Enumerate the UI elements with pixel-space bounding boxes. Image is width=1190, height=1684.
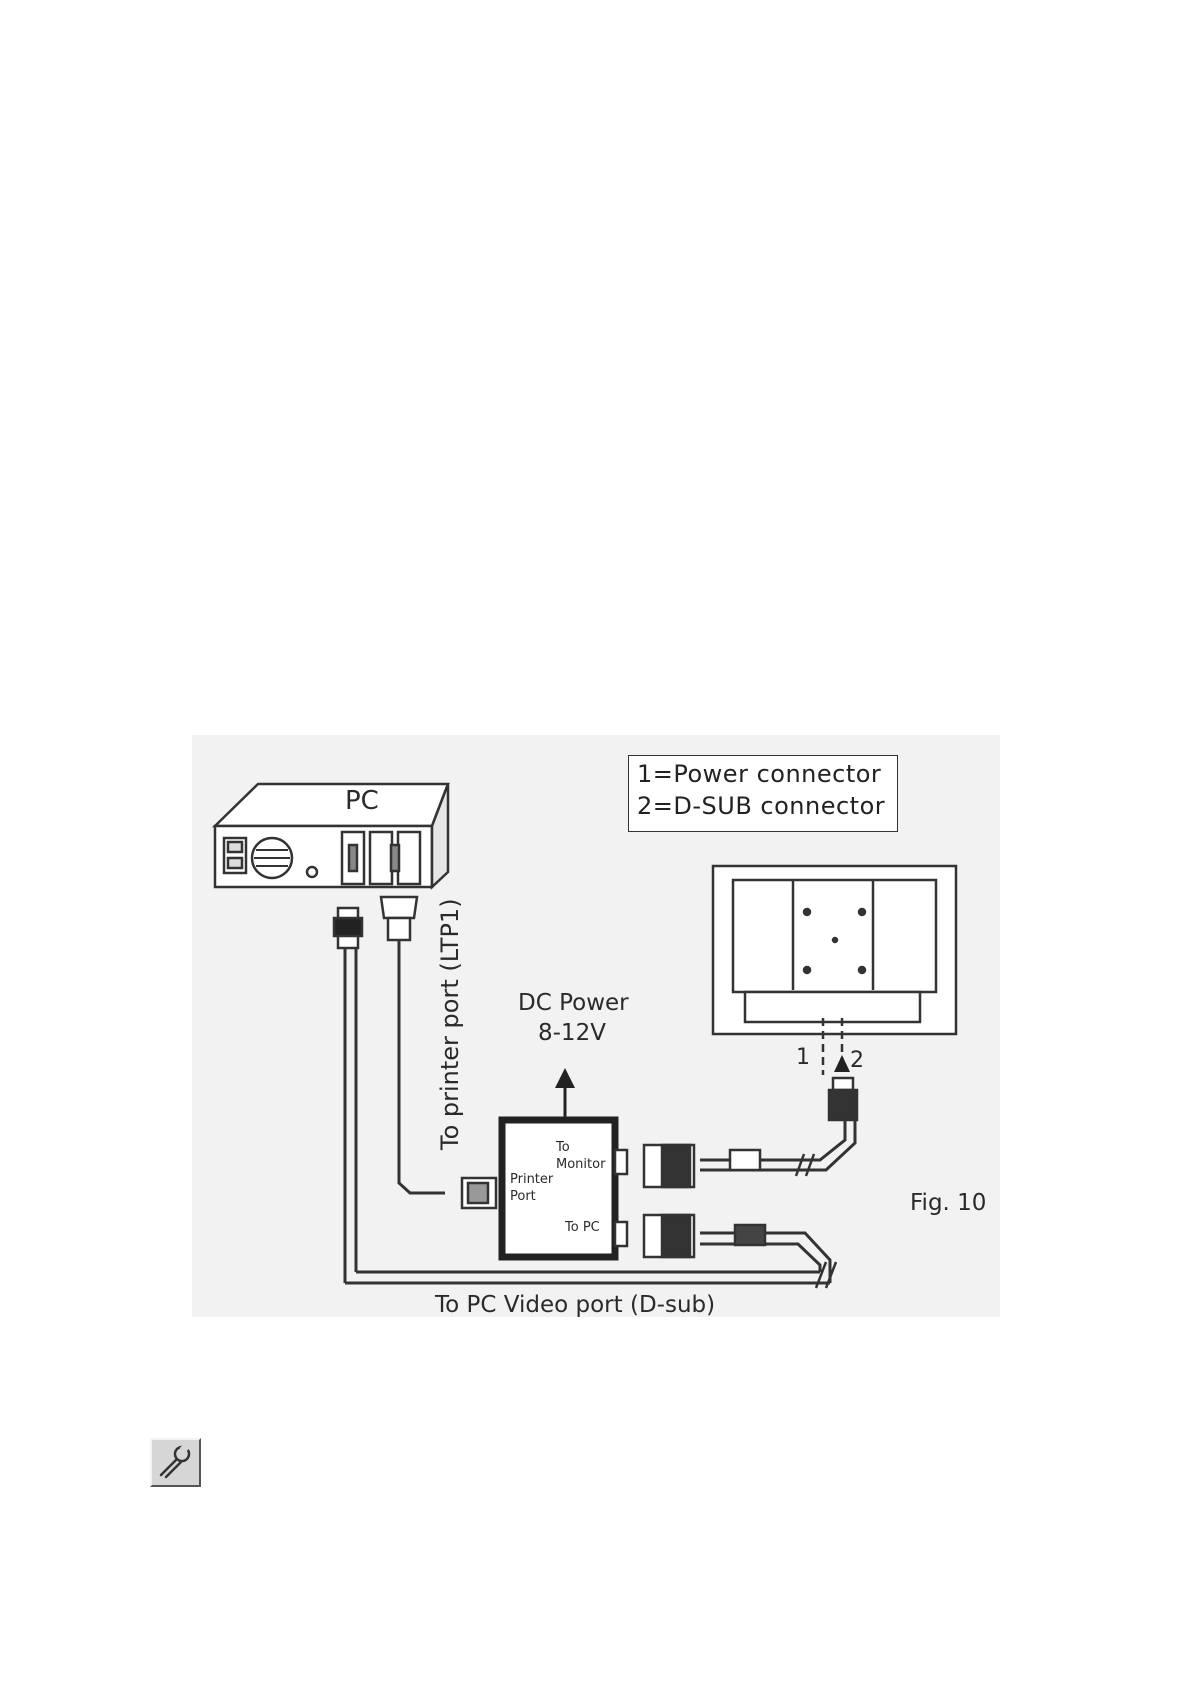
pc-case xyxy=(215,784,448,887)
to-pc-box-label: To PC xyxy=(565,1220,600,1235)
pc-cable-connectors xyxy=(334,897,417,948)
to-monitor-label-1: To xyxy=(556,1140,570,1155)
legend-item: 1=Power connector xyxy=(637,760,881,788)
legend-box: 1=Power connector 2=D-SUB connector xyxy=(628,755,898,832)
pc-label: PC xyxy=(345,786,379,816)
fig-caption: Fig. 10 xyxy=(910,1190,986,1216)
dc-power-arrow xyxy=(555,1068,575,1118)
printer-port-cable-label: To printer port (LTP1) xyxy=(436,898,464,1150)
monitor-back xyxy=(713,866,956,1034)
printer-port-label-2: Port xyxy=(510,1189,536,1204)
legend-item: 2=D-SUB connector xyxy=(637,792,885,820)
printer-port-label-1: Printer xyxy=(510,1172,553,1187)
video-port-label: To PC Video port (D-sub) xyxy=(435,1292,715,1318)
wrench-icon xyxy=(150,1438,201,1487)
dc-power-label: DC Power xyxy=(518,990,629,1016)
connector-number-2: 2 xyxy=(850,1048,864,1073)
to-monitor-label-2: Monitor xyxy=(556,1157,605,1172)
dc-voltage-label: 8-12V xyxy=(538,1020,606,1046)
connector-number-1: 1 xyxy=(796,1045,810,1070)
